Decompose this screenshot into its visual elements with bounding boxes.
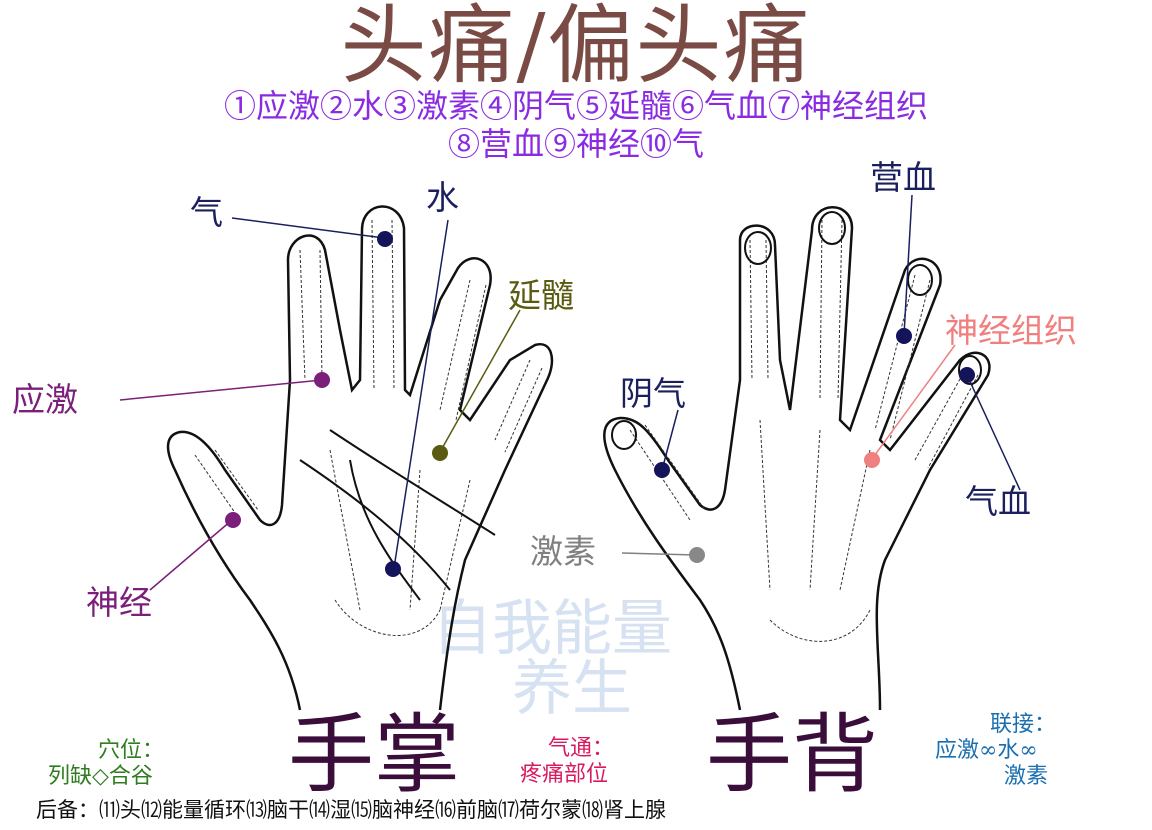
point-yingxue bbox=[896, 328, 912, 344]
caption-back: 手背 bbox=[706, 705, 878, 805]
point-yansui bbox=[432, 445, 448, 461]
palm-hand-outline bbox=[166, 205, 554, 711]
caption-palm: 手掌 bbox=[288, 705, 460, 805]
back-nail-2 bbox=[818, 211, 846, 245]
acupoints-title: 穴位： bbox=[98, 738, 165, 763]
label-yingxue: 营血 bbox=[870, 158, 936, 197]
point-shenjing bbox=[225, 512, 241, 528]
back-nail-4 bbox=[958, 355, 982, 385]
points-list-line-2: ⑧营血⑨神经⑩气 bbox=[447, 125, 704, 163]
leader-qi bbox=[231, 217, 385, 239]
houbei-line: 后备：⑾头⑿能量循环⒀脑干⒁湿⒂脑神经⒃前脑⒄荷尔蒙⒅肾上腺 bbox=[36, 798, 666, 822]
leader-yinqi bbox=[661, 409, 679, 471]
point-qi bbox=[377, 231, 393, 247]
back-nail-3 bbox=[907, 264, 933, 296]
leader-shenjing bbox=[149, 519, 233, 591]
leader-shui bbox=[393, 219, 449, 569]
back-hand-outline bbox=[603, 206, 991, 711]
leader-yingxue bbox=[903, 194, 913, 336]
page-title: 头痛/偏头痛 bbox=[340, 0, 812, 96]
qitong-value: 疼痛部位 bbox=[520, 762, 609, 787]
leader-qixue bbox=[966, 374, 1021, 491]
palm-creases bbox=[299, 429, 496, 601]
label-shui: 水 bbox=[426, 178, 459, 217]
leader-jisu bbox=[621, 552, 697, 556]
label-jisu: 激素 bbox=[530, 532, 596, 571]
lianjie-title: 联接： bbox=[990, 712, 1057, 737]
label-shenjing: 神经 bbox=[86, 583, 152, 622]
points-list-line-1: ①应激②水③激素④阴气⑤延髓⑥气血⑦神经组织 bbox=[223, 87, 928, 125]
back-nail-thumb bbox=[611, 420, 637, 450]
label-yansui: 延髓 bbox=[508, 276, 574, 315]
point-yingji bbox=[314, 372, 330, 388]
back-bones bbox=[629, 219, 979, 642]
watermark-line-2: 养生 bbox=[512, 654, 632, 724]
qitong-title: 气通： bbox=[548, 736, 615, 761]
point-shui bbox=[385, 561, 401, 577]
label-yinqi: 阴气 bbox=[620, 374, 686, 413]
point-jisu bbox=[689, 547, 705, 563]
leader-yingji bbox=[119, 379, 323, 401]
acupoints-value: 列缺◇合谷 bbox=[48, 764, 153, 789]
palm-bones bbox=[194, 219, 543, 636]
label-shenjing-zuzhi: 神经组织 bbox=[945, 311, 1077, 350]
point-shenjing-zuzhi bbox=[864, 452, 880, 468]
label-qixue: 气血 bbox=[965, 482, 1031, 521]
leader-yansui bbox=[439, 309, 521, 453]
watermark-line-1: 自我能量 bbox=[432, 594, 672, 664]
lianjie-line-2: 激素 bbox=[1004, 764, 1049, 789]
back-nail-1 bbox=[744, 231, 772, 265]
label-yingji: 应激 bbox=[12, 380, 78, 419]
leader-shenjing-zuzhi bbox=[871, 344, 956, 460]
label-qi: 气 bbox=[190, 193, 223, 232]
point-qixue bbox=[959, 367, 975, 383]
lianjie-line-1: 应激∞水∞ bbox=[935, 738, 1038, 763]
point-yinqi bbox=[654, 462, 670, 478]
